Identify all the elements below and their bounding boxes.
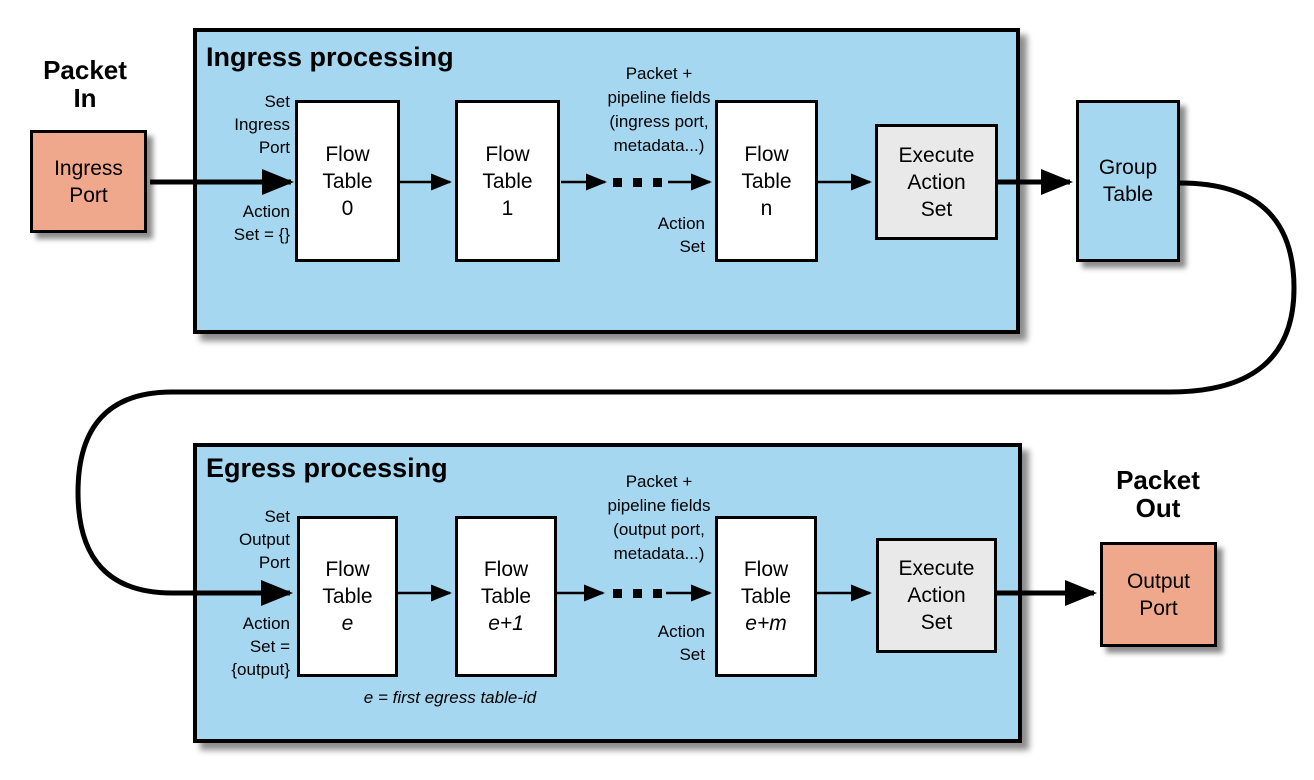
ingress-set-port-note: Set Ingress Port [234, 92, 290, 157]
flow-table-e1-box: Flow Table e+1 [455, 516, 557, 677]
ingress-processing-title: Ingress processing [206, 42, 454, 72]
egress-processing-title: Egress processing [206, 453, 448, 483]
egress-footnote: e = first egress table-id [363, 688, 537, 707]
flow-table-0-id: 0 [341, 196, 354, 220]
flow-table-n-label: Flow Table [741, 142, 792, 193]
flow-table-0-box: Flow Table 0 [295, 100, 400, 262]
flow-table-n-box: Flow Table n [715, 100, 818, 262]
flow-table-1-id: 1 [501, 196, 514, 220]
egress-execute-action-set-box: Execute Action Set [876, 538, 997, 653]
ingress-mid-action-set-note: Action Set [657, 214, 705, 256]
ingress-port-box: Ingress Port [30, 130, 147, 233]
egress-action-set-note: Action Set = {output} [231, 614, 290, 679]
flow-table-e-label: Flow Table [322, 558, 373, 608]
ingress-execute-label: Execute Action Set [898, 143, 975, 221]
flow-table-e1-id: e+1 [488, 612, 524, 635]
flow-table-0-label: Flow Table [322, 142, 373, 193]
flow-table-1-box: Flow Table 1 [455, 100, 560, 262]
arrow-grouptable-egress-curve [75, 180, 1297, 606]
flow-table-em-id: e+m [745, 612, 787, 635]
egress-execute-label: Execute Action Set [898, 557, 975, 634]
flow-table-1-label: Flow Table [482, 142, 533, 193]
output-port-label: Output Port [1126, 569, 1191, 620]
group-table-label: Group Table [1098, 156, 1158, 206]
egress-mid-action-set-note: Action Set [657, 622, 705, 664]
flow-table-em-box: Flow Table e+m [715, 516, 817, 677]
flow-table-e-id: e [341, 612, 354, 635]
packet-out-label: Packet Out [1116, 465, 1200, 523]
ingress-pipeline-fields-note: Packet + pipeline fields (ingress port, … [607, 64, 711, 155]
flow-table-e1-label: Flow Table [480, 558, 532, 608]
egress-set-port-note: Set Output Port [238, 507, 290, 572]
ingress-action-set-note: Action Set = {} [233, 202, 290, 244]
flow-table-em-label: Flow Table [740, 558, 792, 608]
packet-in-label: Packet In [43, 55, 127, 113]
flow-table-e-box: Flow Table e [297, 516, 398, 677]
flow-table-n-id: n [760, 196, 773, 220]
ingress-execute-action-set-box: Execute Action Set [875, 124, 998, 240]
output-port-box: Output Port [1100, 542, 1217, 647]
egress-pipeline-fields-note: Packet + pipeline fields (output port, m… [607, 472, 711, 563]
group-table-box: Group Table [1076, 100, 1180, 262]
egress-ellipsis-icon [613, 589, 662, 598]
ingress-ellipsis-icon [613, 178, 662, 187]
ingress-port-label: Ingress Port [54, 156, 123, 207]
